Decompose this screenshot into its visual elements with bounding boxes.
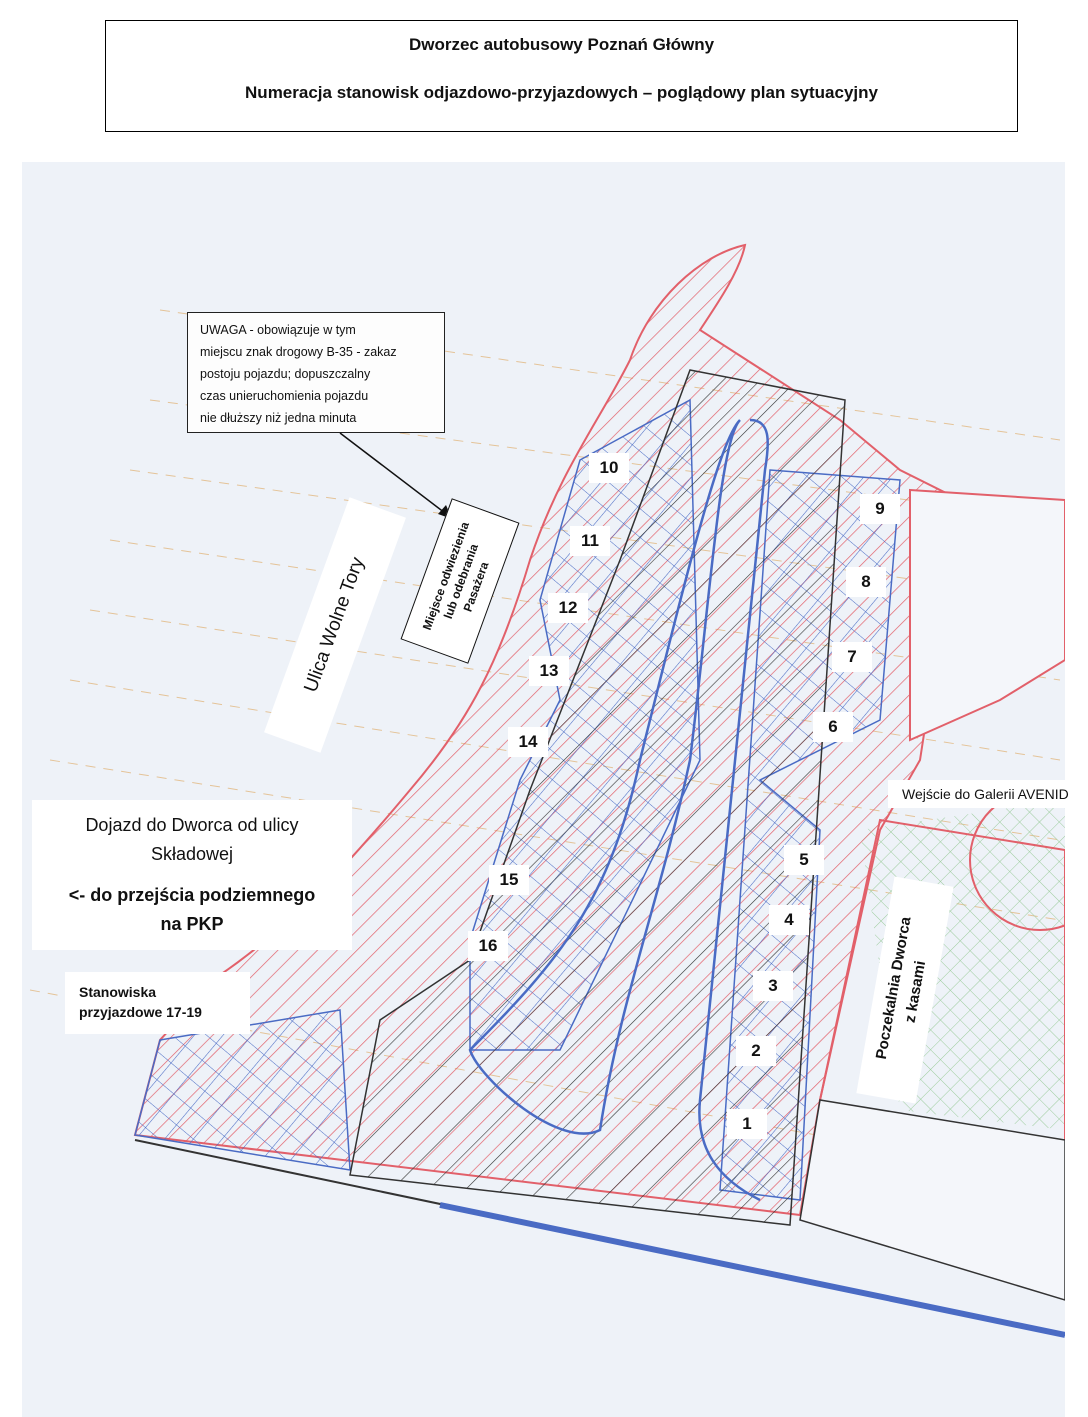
central-island: [468, 418, 770, 1202]
platform-edge: [439, 1202, 1065, 1338]
stand-7: 7: [832, 642, 872, 672]
stand-1: 1: [727, 1109, 767, 1139]
underpass-line[interactable]: na PKP: [160, 914, 224, 934]
stand-9: 9: [860, 494, 900, 524]
arrival-stands-area: [134, 1009, 351, 1171]
notice-line: UWAGA - obowiązuje w tym: [200, 323, 356, 337]
stand-11: 11: [570, 526, 610, 556]
arrival-line: przyjazdowe 17-19: [79, 1004, 202, 1020]
stand-5: 5: [784, 845, 824, 875]
arrival-stands-label: Stanowiska przyjazdowe 17-19: [65, 972, 250, 1034]
underpass-line[interactable]: <- do przejścia podziemnego: [68, 885, 316, 905]
station-building: [799, 1099, 1065, 1301]
access-line: Składowej: [150, 844, 234, 864]
waiting-room-outline: [818, 818, 1065, 1182]
stand-8: 8: [846, 567, 886, 597]
stand-14: 14: [508, 727, 548, 757]
stand-12: 12: [548, 593, 588, 623]
roadway: [349, 369, 846, 1226]
gallery-entrance-label: Wejście do Galerii AVENID: [888, 780, 1088, 808]
stand-10: 10: [589, 453, 629, 483]
page-subtitle: Numeracja stanowisk odjazdowo-przyjazdow…: [245, 83, 878, 102]
stand-13: 13: [529, 656, 569, 686]
access-line: Dojazd do Dworca od ulicy: [85, 815, 299, 835]
arrival-line: Stanowiska: [79, 984, 157, 1000]
stand-3: 3: [753, 971, 793, 1001]
notice-line: nie dłuższy niż jedna minuta: [200, 411, 357, 425]
gallery-building: [909, 488, 1065, 742]
stand-4: 4: [769, 905, 809, 935]
stand-16: 16: [468, 931, 508, 961]
page-title: Dworzec autobusowy Poznań Główny: [408, 35, 715, 54]
stand-2: 2: [736, 1036, 776, 1066]
warning-notice: UWAGA - obowiązuje w tym miejscu znak dr…: [187, 312, 445, 433]
notice-line: postoju pojazdu; dopuszczalny: [200, 367, 371, 381]
notice-line: czas unieruchomienia pojazdu: [200, 389, 369, 403]
stand-15: 15: [489, 865, 529, 895]
stand-6: 6: [813, 712, 853, 742]
access-label: Dojazd do Dworca od ulicy Składowej <- d…: [32, 800, 352, 950]
notice-line: miejscu znak drogowy B-35 - zakaz: [200, 345, 397, 359]
title-box: Dworzec autobusowy Poznań Główny Numerac…: [105, 20, 1018, 132]
